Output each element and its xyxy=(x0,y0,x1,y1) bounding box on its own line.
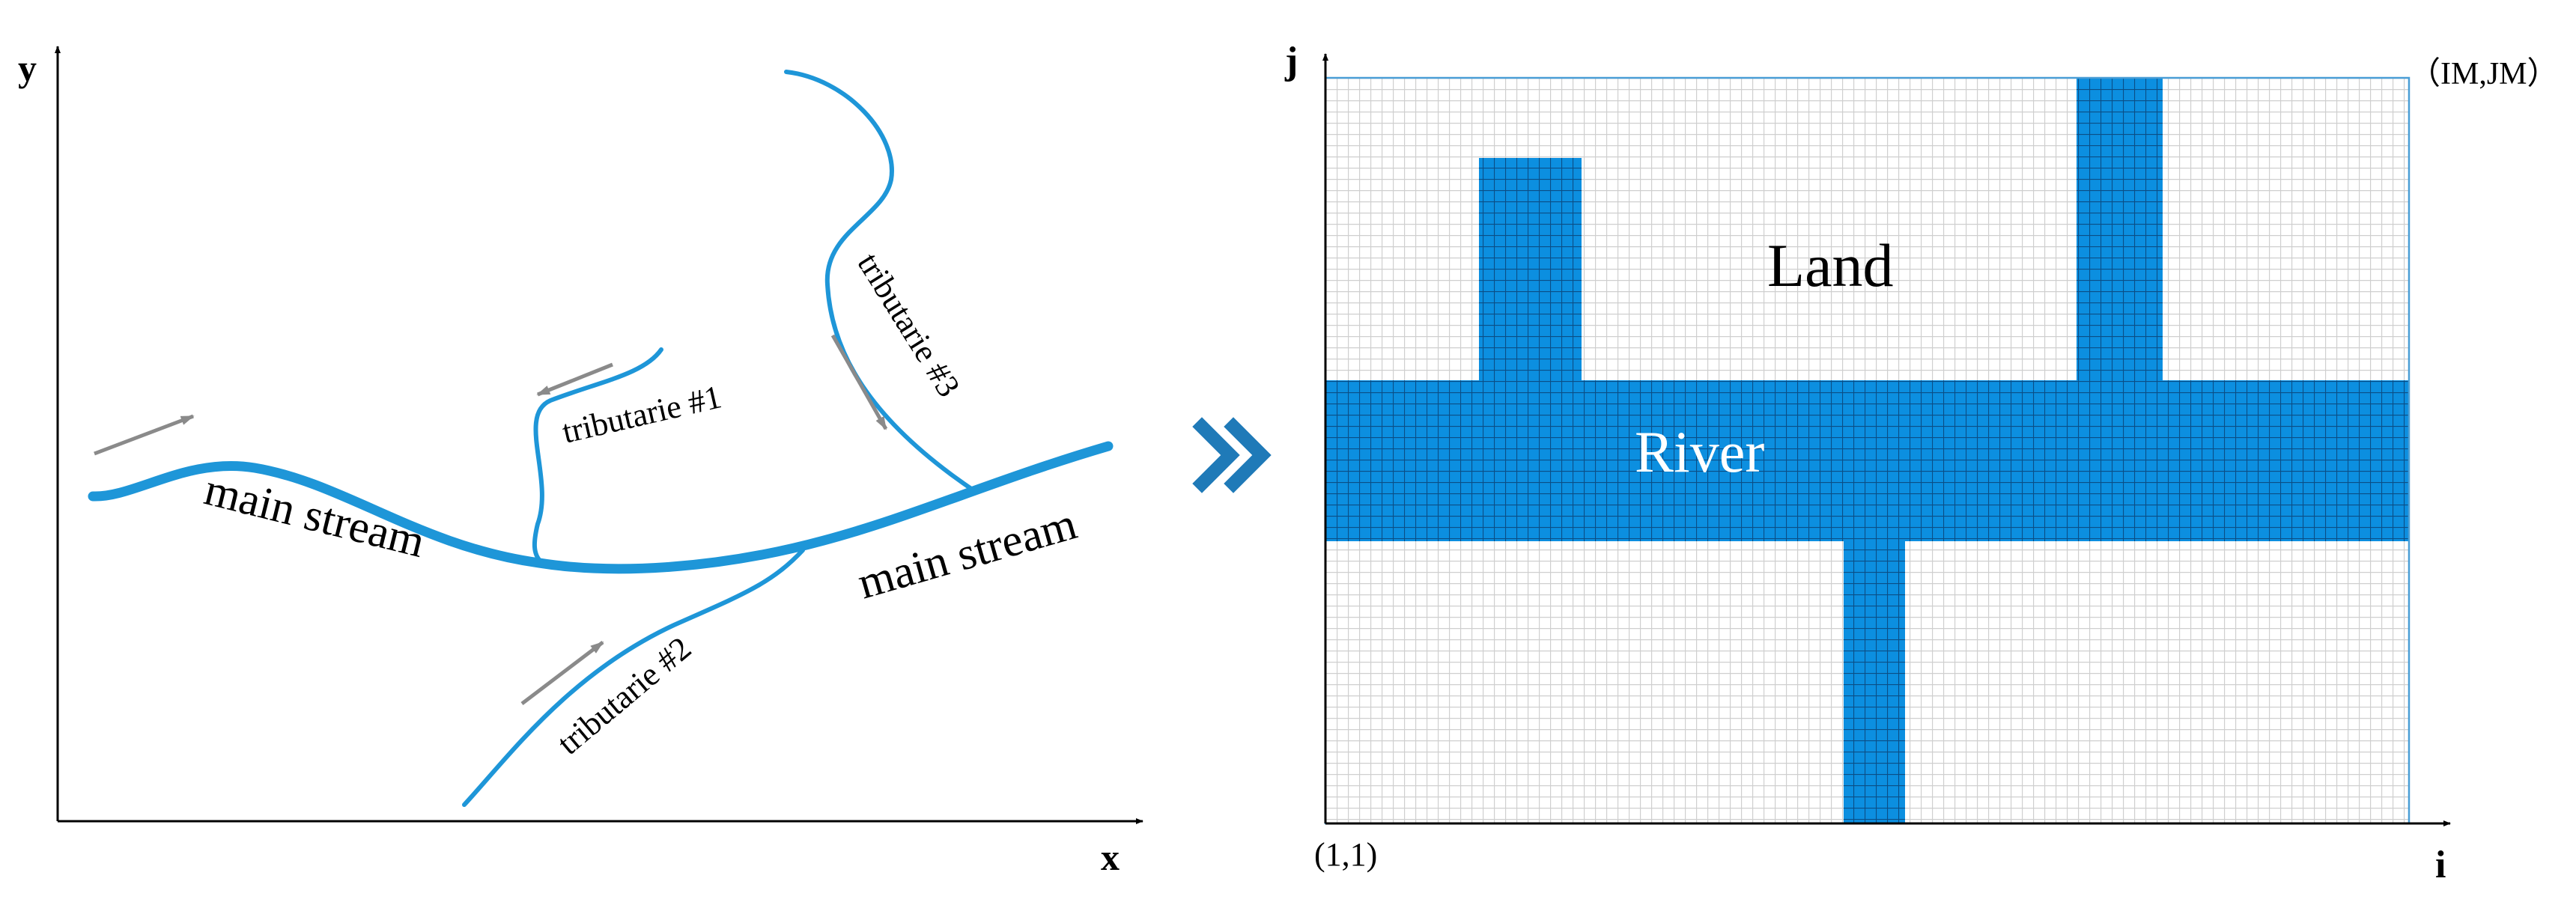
tributary-2-river xyxy=(462,548,805,807)
flow-arrow-tributary-2-icon xyxy=(520,641,604,705)
tributary-1-river xyxy=(532,347,663,564)
flow-arrow-main-icon xyxy=(94,414,195,456)
corner-label: （IM,JM） xyxy=(2409,57,2559,91)
river-cells xyxy=(1325,78,2409,823)
j-axis-label: j xyxy=(1284,40,1298,82)
main-stream-right-label: main stream xyxy=(852,499,1082,609)
river-label: River xyxy=(1635,419,1764,484)
left-panel: y x main stream main stream tributarie #… xyxy=(18,46,1143,878)
main-stream-river xyxy=(88,441,1114,574)
flow-arrow-tributary-1-icon xyxy=(536,362,613,397)
i-axis-label: i xyxy=(2435,844,2446,886)
y-axis-label: y xyxy=(18,47,37,89)
origin-label: (1,1) xyxy=(1314,836,1377,873)
tributary-3-label: tributarie #3 xyxy=(851,246,967,403)
flow-arrow-tributary-3-icon xyxy=(830,334,888,430)
double-chevron-right-icon xyxy=(1192,417,1272,493)
right-panel: j i (1,1) （IM,JM） Land River xyxy=(1284,40,2559,886)
land-label: Land xyxy=(1767,231,1893,299)
tributary-3-river xyxy=(784,70,976,493)
tributary-2-label: tributarie #2 xyxy=(550,630,698,762)
x-axis-label: x xyxy=(1101,836,1120,878)
